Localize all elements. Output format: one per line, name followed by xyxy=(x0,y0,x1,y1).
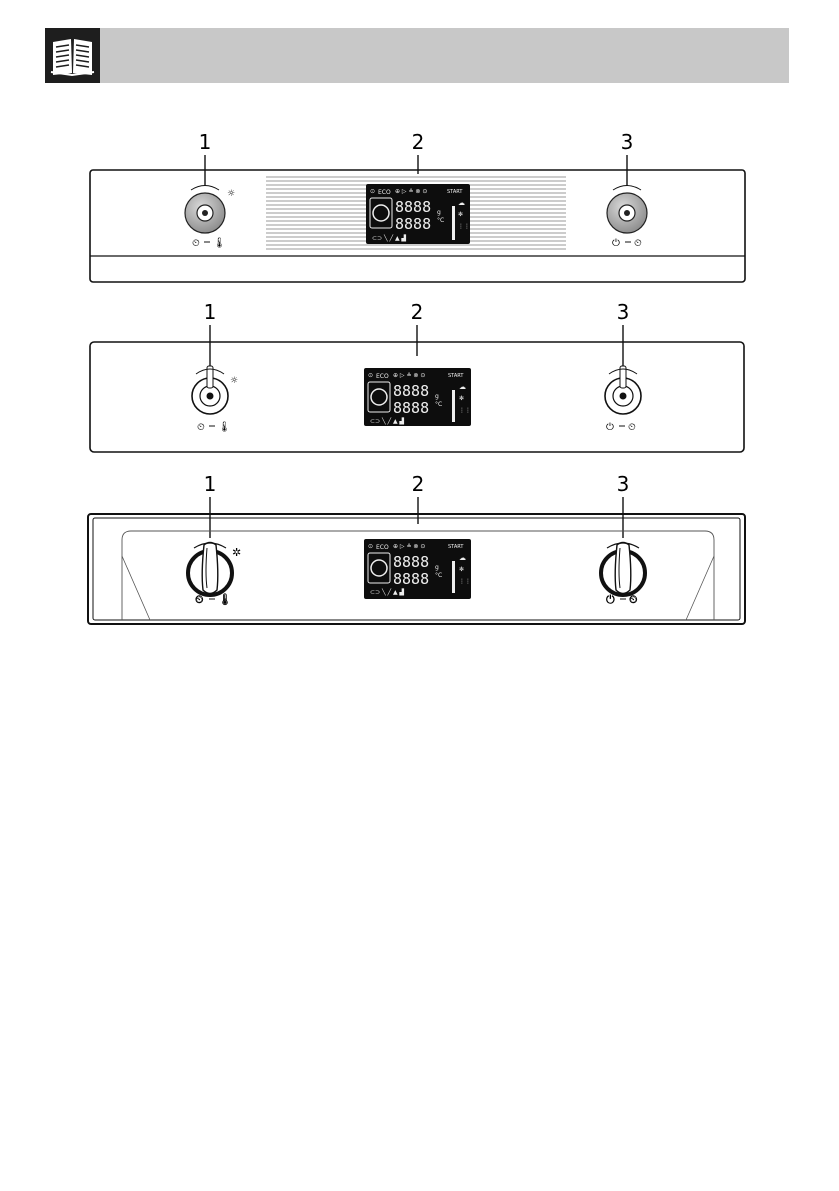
svg-text:✻: ✻ xyxy=(458,211,463,218)
timer-icon: ⏲ xyxy=(192,238,200,249)
svg-text:⊙: ⊙ xyxy=(368,543,373,550)
lcd-display: ⊙ ECO ⊕ ▷ ≗ ⊗ ⊙ START 8888 g 8888 °C ☁ ✻… xyxy=(366,184,470,244)
fan-icon xyxy=(370,388,388,406)
panel-3: 1 2 3 ✲ ⏲ 🌡 ⏻ ⏲ xyxy=(87,472,746,625)
svg-text:☁: ☁ xyxy=(458,199,465,207)
timer-icon: ⏲ xyxy=(634,238,642,249)
svg-text:⋮⋮: ⋮⋮ xyxy=(459,407,471,414)
unit-top: g xyxy=(435,393,439,400)
start-label: START xyxy=(448,544,464,550)
unit-top: g xyxy=(437,209,441,216)
svg-text:☁: ☁ xyxy=(459,554,466,562)
lcd-display: ⊙ ECO ⊕ ▷ ≗ ⊗ ⊙ START 8888 g 8888 °C ☁ ✻… xyxy=(364,539,471,599)
light-icon: ☼ xyxy=(227,189,235,199)
right-knob[interactable]: ⏻ ⏲ xyxy=(599,541,647,607)
thermometer-icon: 🌡 xyxy=(218,421,231,433)
digits-bottom: 8888 xyxy=(393,570,429,588)
thermometer-icon: 🌡 xyxy=(218,593,232,606)
svg-text:⊙: ⊙ xyxy=(368,372,373,379)
svg-text:⊂⊃ ╲ ╱ ▲ ▟: ⊂⊃ ╲ ╱ ▲ ▟ xyxy=(370,417,405,425)
right-knob[interactable]: ⏻ ⏲ xyxy=(606,185,648,250)
svg-text:⊕ ▷ ≗ ⊗ ⊙: ⊕ ▷ ≗ ⊗ ⊙ xyxy=(395,188,427,195)
section-header-bar xyxy=(45,28,789,83)
panel-bevel xyxy=(685,555,715,621)
eco-label: ECO xyxy=(376,373,389,380)
fan-icon xyxy=(370,559,388,577)
panel-outline xyxy=(87,513,746,625)
power-icon: ⏻ xyxy=(612,238,620,249)
callout-label: 2 xyxy=(411,300,424,324)
panel-bevel xyxy=(121,530,715,620)
timer-icon: ⏲ xyxy=(197,422,205,433)
thermometer-icon: 🌡 xyxy=(213,237,226,249)
digits-bottom: 8888 xyxy=(395,215,431,233)
lcd-display: ⊙ ECO ⊕ ▷ ≗ ⊗ ⊙ START 8888 g 8888 °C ☁ ✻… xyxy=(364,368,471,426)
panel-bevel xyxy=(121,555,151,621)
unit-bottom: °C xyxy=(435,401,442,408)
open-book-icon xyxy=(45,28,100,83)
callout-label: 2 xyxy=(412,472,425,496)
panel-outline xyxy=(89,169,746,283)
left-knob[interactable]: ☼ ⏲ 🌡 xyxy=(184,185,235,250)
timer-icon: ⏲ xyxy=(628,422,636,433)
light-icon: ☼ xyxy=(230,376,238,386)
digits-top: 8888 xyxy=(393,553,429,571)
callout-label: 1 xyxy=(204,300,217,324)
callout-label: 3 xyxy=(621,130,634,154)
svg-text:⊕ ▷ ≗ ⊗ ⊙: ⊕ ▷ ≗ ⊗ ⊙ xyxy=(393,372,425,379)
digits-top: 8888 xyxy=(395,198,431,216)
svg-text:⊕ ▷ ≗ ⊗ ⊙: ⊕ ▷ ≗ ⊗ ⊙ xyxy=(393,543,425,550)
callout-label: 1 xyxy=(199,130,212,154)
digits-bottom: 8888 xyxy=(393,399,429,417)
right-knob[interactable]: ⏻ ⏲ xyxy=(604,365,642,433)
panel-inner-outline xyxy=(92,517,741,621)
svg-text:⋮⋮: ⋮⋮ xyxy=(458,223,470,230)
digits-top: 8888 xyxy=(393,382,429,400)
panel-2: 1 2 3 ☼ ⏲ 🌡 ⏻ ⏲ xyxy=(89,300,745,453)
timer-icon: ⏲ xyxy=(195,593,204,606)
power-icon: ⏻ xyxy=(606,593,615,606)
unit-bottom: °C xyxy=(435,572,442,579)
svg-text:☁: ☁ xyxy=(459,383,466,391)
unit-top: g xyxy=(435,564,439,571)
callout-label: 3 xyxy=(617,472,630,496)
left-knob[interactable]: ✲ ⏲ 🌡 xyxy=(186,541,241,607)
panel-outline xyxy=(89,341,745,453)
callout-label: 1 xyxy=(204,472,217,496)
callout-label: 3 xyxy=(617,300,630,324)
light-icon: ✲ xyxy=(232,546,241,559)
power-icon: ⏻ xyxy=(606,422,614,433)
eco-label: ECO xyxy=(376,544,389,551)
timer-icon: ⏲ xyxy=(629,593,638,606)
panel-1: 1 2 3 ☼ ⏲ 🌡 ⏻ ⏲ ⊙ xyxy=(89,130,746,283)
svg-text:✻: ✻ xyxy=(459,395,464,402)
eco-label: ECO xyxy=(378,189,391,196)
left-knob[interactable]: ☼ ⏲ 🌡 xyxy=(191,365,238,433)
start-label: START xyxy=(448,373,464,379)
start-label: START xyxy=(447,189,463,195)
fan-icon xyxy=(372,204,390,222)
svg-text:⋮⋮: ⋮⋮ xyxy=(459,578,471,585)
svg-text:⊙: ⊙ xyxy=(370,188,375,195)
unit-bottom: °C xyxy=(437,217,444,224)
svg-text:✻: ✻ xyxy=(459,566,464,573)
svg-text:⊂⊃ ╲ ╱ ▲ ▟: ⊂⊃ ╲ ╱ ▲ ▟ xyxy=(370,588,405,596)
svg-text:⊂⊃ ╲ ╱ ▲ ▟: ⊂⊃ ╲ ╱ ▲ ▟ xyxy=(372,234,407,242)
callout-label: 2 xyxy=(412,130,425,154)
